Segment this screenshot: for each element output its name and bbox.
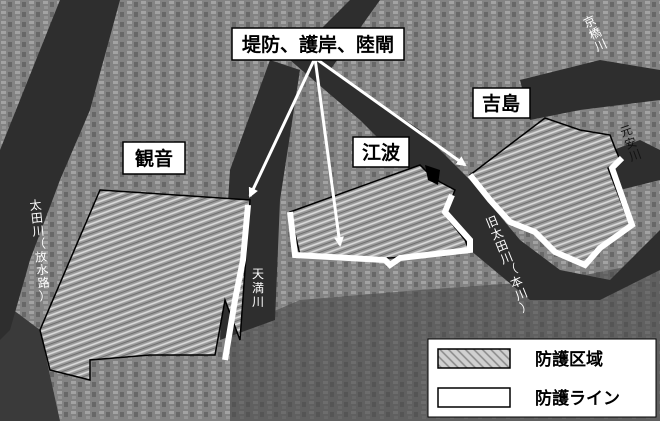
yoshijima-area: [467, 117, 636, 269]
ota-char-5: 水: [36, 262, 49, 277]
kyobashi-char-2: 川: [592, 37, 609, 55]
ota-char-0: 太: [29, 197, 43, 213]
kyobashi-char-0: 京: [581, 13, 598, 31]
label-eba: 江波: [352, 136, 410, 168]
ota-char-6: 路: [37, 274, 51, 290]
ota-char-1: 田: [30, 211, 43, 226]
eba-area: [287, 164, 473, 269]
legend-area-swatch: [437, 348, 511, 369]
legend-area-item: 防護区域: [437, 348, 603, 370]
callout-arrows: [248, 56, 467, 247]
kyuota-char-1: 太: [488, 224, 505, 242]
temma-char-0: 天: [252, 267, 264, 281]
legend: 防護区域 防護ライン: [427, 338, 657, 418]
kyobashi-river: [520, 60, 660, 120]
label-eba-text: 江波: [362, 141, 401, 164]
river-label-kyobashi: 京 橋 川: [581, 13, 609, 54]
kannon-protection-line: [222, 204, 251, 361]
kyuota-char-0: 旧: [484, 213, 500, 230]
kyuota-char-7: ）: [518, 298, 534, 315]
river-label-kyu-ota: 旧 太 田 川 （ 本 川 ）: [484, 213, 534, 315]
ota-hosuiro-river: [0, 0, 120, 340]
eba-protection-line: [287, 193, 473, 269]
kyuota-char-2: 田: [494, 237, 510, 254]
legend-line-item: 防護ライン: [437, 387, 620, 409]
kyuota-char-6: 川: [513, 286, 529, 303]
kyobashi-char-1: 橋: [587, 25, 604, 43]
river-label-motoyasu: 元 安 川: [618, 123, 643, 165]
river-label-ota-hosuiro: 太 田 川 （ 放 水 路 ）: [29, 197, 52, 304]
label-kannon: 観音: [122, 141, 186, 175]
ota-char-7: ）: [38, 288, 51, 303]
river-label-temma: 天 満 川: [252, 267, 264, 309]
ota-char-3: （: [33, 237, 46, 252]
motoyasu-char-1: 安: [622, 134, 638, 152]
yoshijima-protection-line: [467, 155, 636, 269]
kannon-area: [39, 189, 251, 381]
callout-box: 堤防、護岸、陸閘: [231, 27, 405, 61]
kyuota-char-3: 川: [498, 249, 514, 266]
legend-line-swatch: [437, 387, 511, 408]
motoyasu-char-2: 川: [627, 147, 643, 164]
kyuota-char-5: 本: [508, 274, 524, 291]
label-yoshijima: 吉島: [472, 87, 531, 119]
label-kannon-text: 観音: [135, 147, 173, 170]
ota-char-4: 放: [34, 249, 48, 265]
ota-char-2: 川: [32, 224, 45, 239]
temma-char-1: 満: [252, 281, 264, 295]
legend-line-label: 防護ライン: [535, 388, 620, 409]
temma-char-2: 川: [252, 295, 264, 309]
legend-area-label: 防護区域: [535, 349, 603, 370]
callout-text: 堤防、護岸、陸閘: [242, 33, 394, 56]
label-yoshijima-text: 吉島: [482, 92, 520, 115]
kyuota-char-4: （: [503, 262, 519, 279]
motoyasu-char-0: 元: [618, 123, 634, 140]
